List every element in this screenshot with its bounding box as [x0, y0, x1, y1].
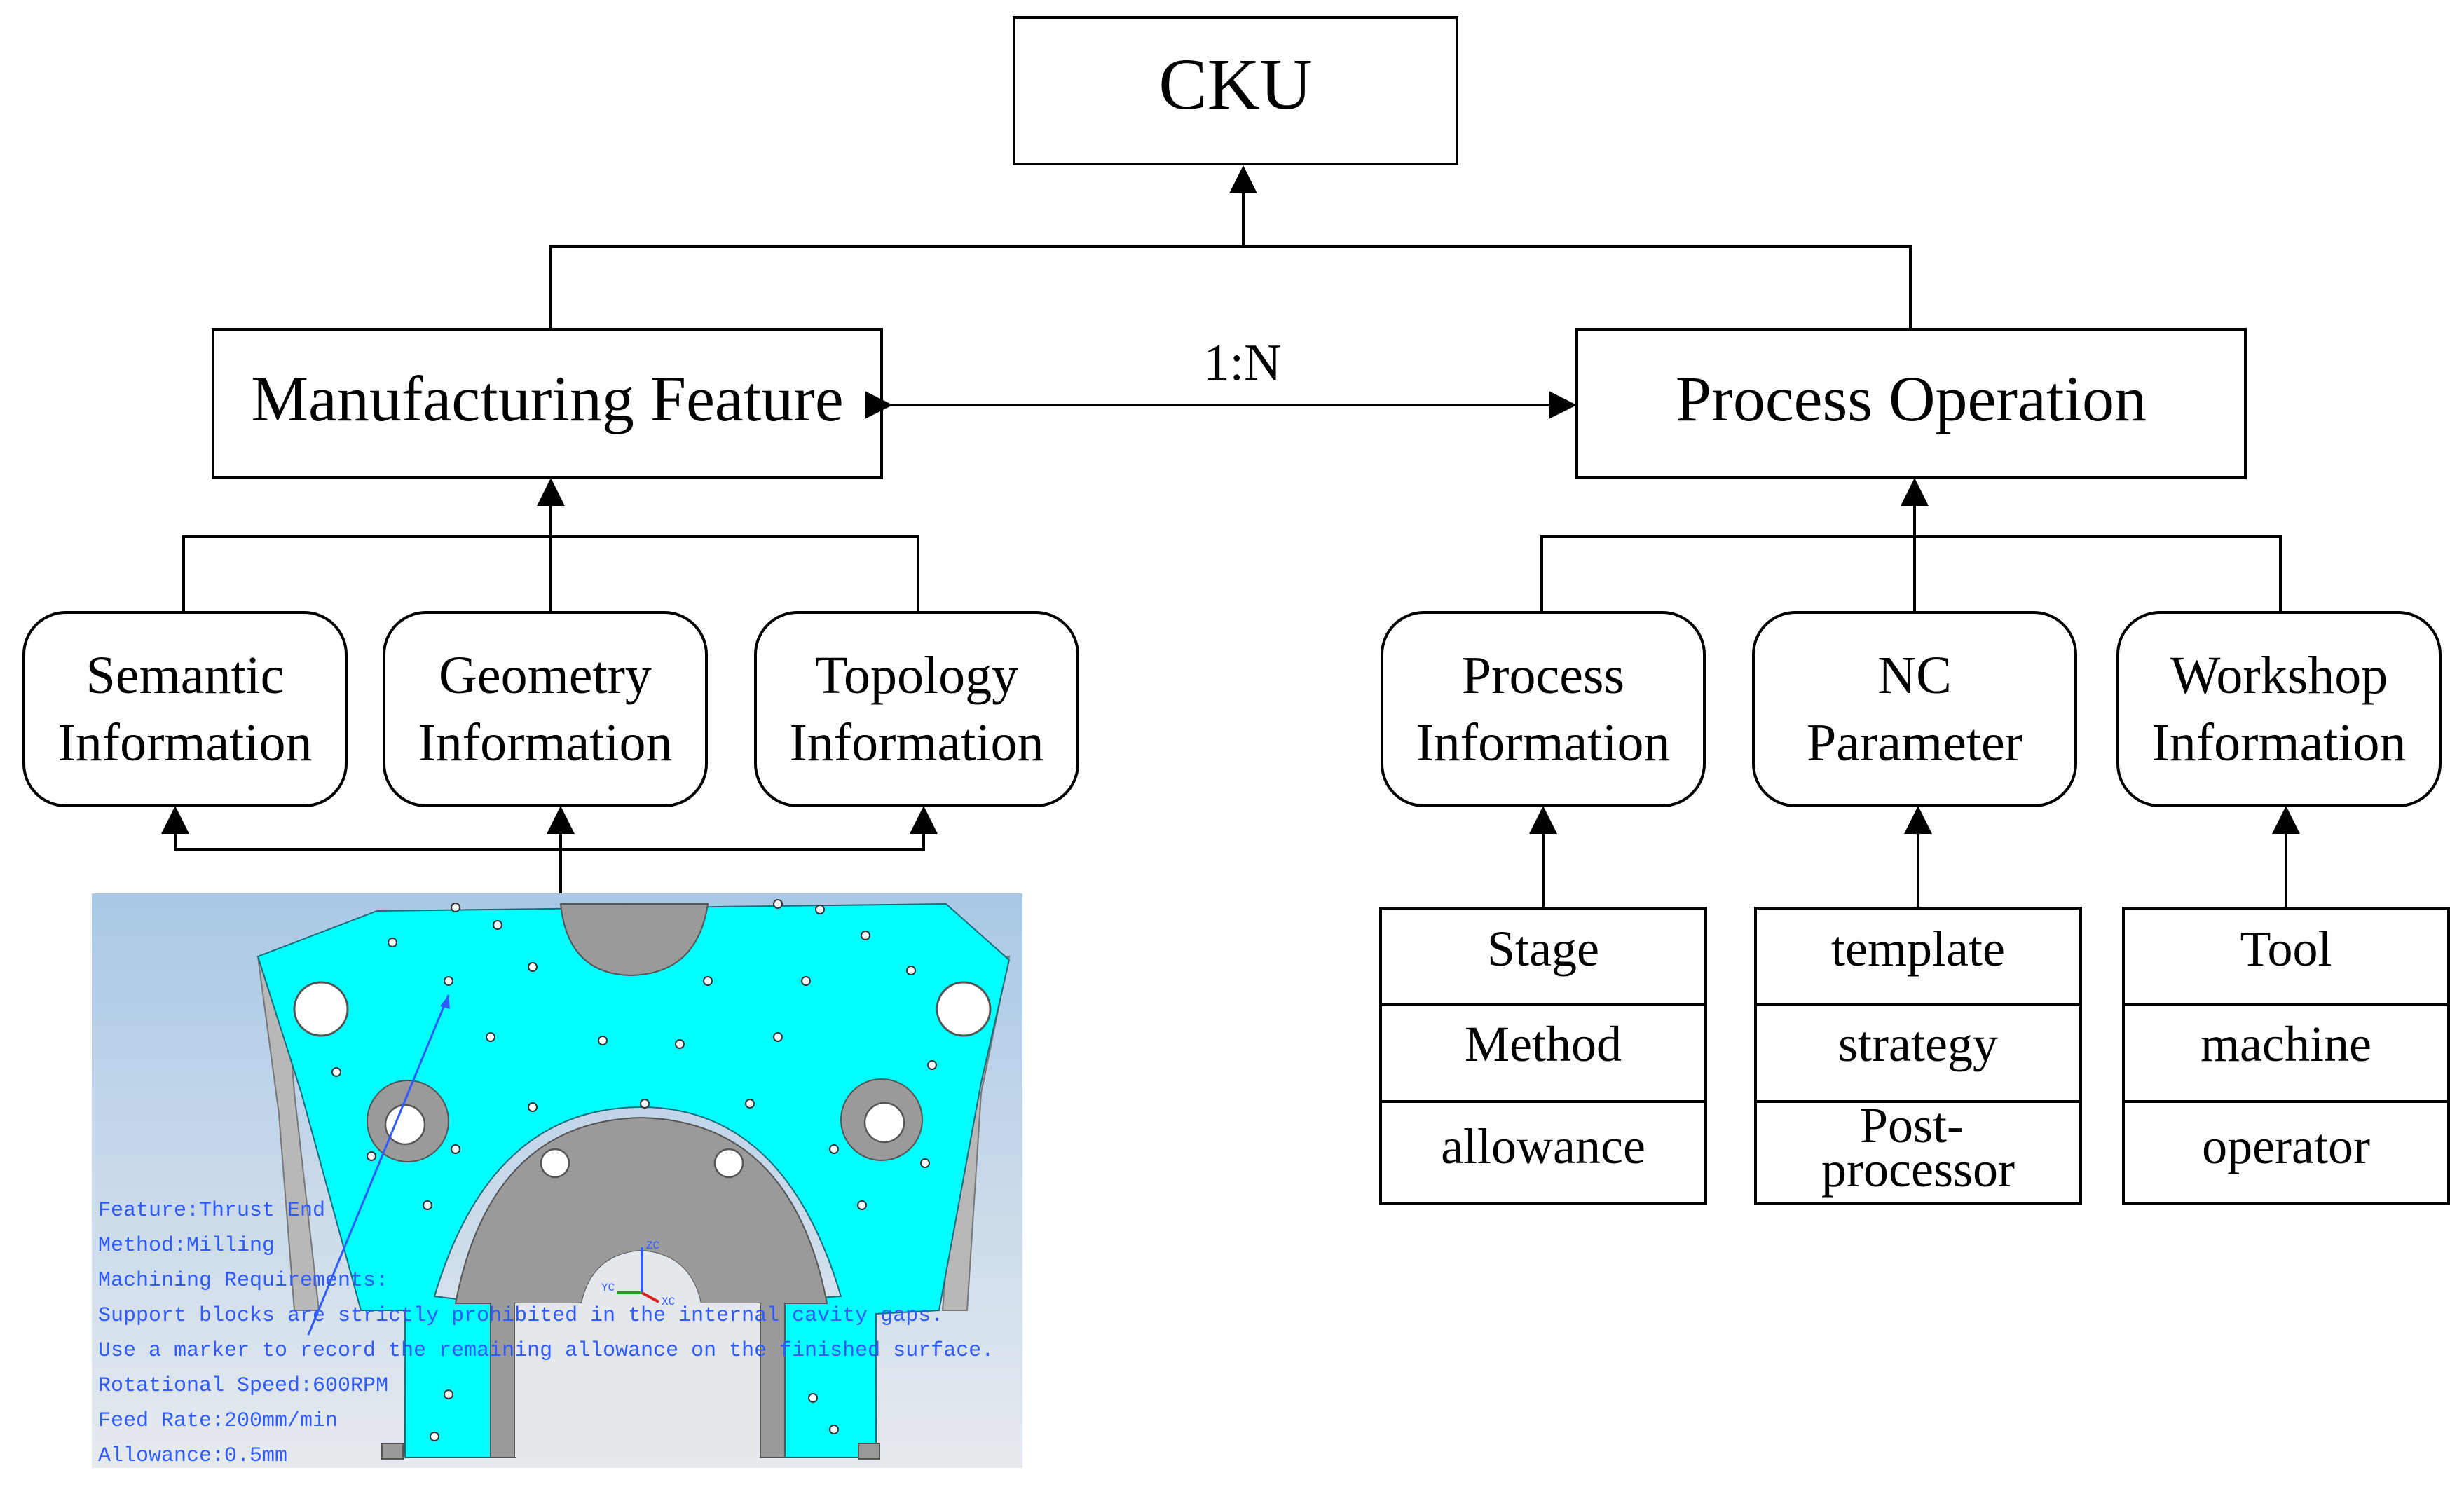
process-information-node: Process Information	[1381, 611, 1706, 807]
geometry-information-node: Geometry Information	[383, 611, 708, 807]
axis-triad: ZC XC YC	[601, 1240, 675, 1308]
nc-parameter-table: template strategy Post- processor	[1754, 907, 2082, 1205]
semantic-information-line2: Information	[57, 713, 312, 772]
geometry-information-line1: Geometry	[439, 646, 652, 705]
annotation-line: Machining Requirements:	[98, 1269, 388, 1293]
relation-label: 1:N	[1204, 334, 1282, 392]
axis-y-label: YC	[601, 1282, 615, 1294]
nc-parameter-line2: Parameter	[1807, 713, 2022, 772]
process-operation-node: Process Operation	[1575, 328, 2247, 479]
attribute-template: template	[1831, 921, 2005, 977]
axis-x-label: XC	[662, 1296, 675, 1308]
annotation-line: Feed Rate:200mm/min	[98, 1409, 338, 1433]
attribute-operator: operator	[2202, 1118, 2370, 1174]
process-operation-label: Process Operation	[1676, 363, 2147, 434]
manufacturing-feature-node: Manufacturing Feature	[212, 328, 883, 479]
attribute-machine: machine	[2201, 1016, 2371, 1072]
annotation-line: Feature:Thrust End	[98, 1199, 325, 1223]
attribute-stage: Stage	[1487, 921, 1599, 977]
manufacturing-feature-label: Manufacturing Feature	[251, 363, 844, 434]
topology-information-line1: Topology	[815, 646, 1018, 705]
topology-information-node: Topology Information	[754, 611, 1079, 807]
annotation-line: Allowance:0.5mm	[98, 1444, 287, 1468]
axis-z-label: ZC	[646, 1240, 659, 1252]
attribute-tool: Tool	[2240, 921, 2332, 977]
semantic-information-node: Semantic Information	[22, 611, 348, 807]
workshop-information-line2: Information	[2151, 713, 2406, 772]
nc-parameter-line1: NC	[1877, 646, 1952, 705]
attribute-method: Method	[1465, 1016, 1622, 1072]
part-small-holes	[331, 899, 937, 1441]
connector-attributes-up	[1529, 806, 2300, 908]
workshop-information-line1: Workshop	[2170, 646, 2388, 705]
topology-information-line2: Information	[789, 713, 1043, 772]
annotation-line: Rotational Speed:600RPM	[98, 1374, 388, 1398]
connector-model-to-info	[161, 806, 938, 893]
attribute-allowance: allowance	[1441, 1118, 1645, 1174]
cad-model-viewport: ZC XC YC Feature:Thrust End Method:Milli…	[92, 893, 1022, 1468]
geometry-information-line2: Information	[418, 713, 672, 772]
annotation-line: Use a marker to record the remaining all…	[98, 1339, 994, 1363]
attribute-strategy: strategy	[1838, 1016, 1998, 1072]
annotation-line: Support blocks are strictly prohibited i…	[98, 1304, 943, 1328]
process-information-line1: Process	[1462, 646, 1624, 705]
connector-to-manufacturing-feature	[182, 478, 919, 612]
annotation-leader	[307, 994, 450, 1336]
process-information-line2: Information	[1416, 713, 1670, 772]
workshop-information-table: Tool machine operator	[2122, 907, 2450, 1205]
semantic-information-line1: Semantic	[86, 646, 285, 705]
nc-parameter-node: NC Parameter	[1752, 611, 2077, 807]
model-annotations: Feature:Thrust End Method:Milling Machin…	[98, 1199, 994, 1468]
relation-arrow: 1:N	[865, 334, 1577, 419]
attribute-post-processor: Post- processor	[1821, 1097, 2015, 1198]
cku-node: CKU	[1013, 16, 1458, 165]
connector-to-cku	[549, 165, 1912, 329]
annotation-line: Method:Milling	[98, 1234, 275, 1258]
process-information-table: Stage Method allowance	[1379, 907, 1707, 1205]
connector-to-process-operation	[1540, 478, 2282, 612]
workshop-information-node: Workshop Information	[2116, 611, 2442, 807]
cku-label: CKU	[1158, 44, 1313, 125]
